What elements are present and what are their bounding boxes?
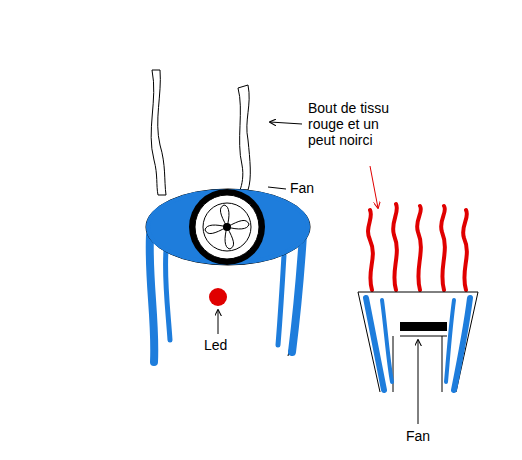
leader-line: [418, 340, 419, 424]
leader-line: [268, 187, 286, 189]
leader-line: [270, 122, 302, 124]
part-label: Fan: [290, 180, 330, 196]
fan-blades: [205, 205, 249, 249]
callout-label: Bout de tissu rouge et un peut noirci: [308, 100, 408, 148]
fan-housing: [146, 189, 310, 362]
leader-line: [218, 310, 219, 334]
led-dot: [209, 288, 227, 306]
leader-line: [370, 166, 378, 208]
red-fabric: [368, 204, 467, 290]
part-label: Fan: [406, 428, 446, 444]
part-label: Led: [204, 337, 244, 353]
fabric-strips: [151, 70, 250, 195]
